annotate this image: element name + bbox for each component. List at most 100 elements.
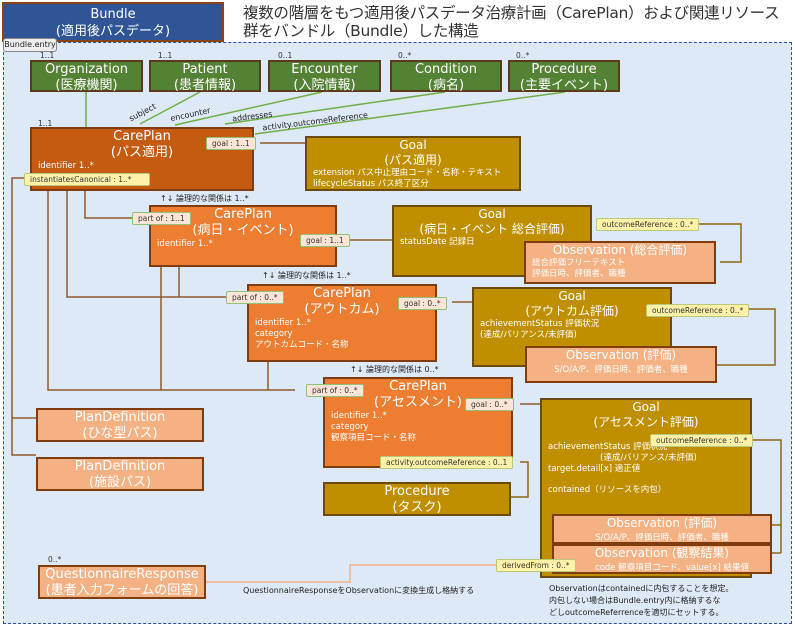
encounter-box[interactable]: Encounter (入院情報) (268, 60, 381, 93)
obs-total-name: Observation (総合評価) (552, 243, 688, 257)
goal-assess-attr-0: achievementStatus 評価状況 (548, 442, 668, 452)
procedure-task-box[interactable]: Procedure (タスク) (323, 482, 511, 516)
obs-total-attr-0: 総合評価フリーテキスト (532, 258, 626, 268)
obs-eval1-attr: S/O/A/P、評価日時、評価者、職種 (554, 365, 688, 375)
careplan-root-name: CarePlan (113, 129, 171, 144)
encounter-sub: (入院情報) (293, 78, 356, 93)
line-outcome-ref-day (670, 223, 742, 263)
careplan-root-sub: (パス適用) (110, 145, 174, 160)
patient-name: Patient (182, 62, 228, 77)
plandef-template-box[interactable]: PlanDefinition (ひな型パス) (36, 408, 204, 442)
organization-sub: (医療機関) (55, 78, 118, 93)
obs-result-attr: code 観察項目コード、value[x] 結果値 (595, 563, 749, 573)
bundle-subtitle: (適用後パスデータ) (55, 24, 171, 39)
tag-outcome-ref-outcome: outcomeReference : 0..* (646, 304, 750, 317)
goal-root-box[interactable]: Goal (パス適用) extension パス中止理由コード・名称・テキスト … (305, 136, 521, 191)
line-derived-from (206, 564, 497, 583)
questionnaire-box[interactable]: QuestionnaireResponse (患者入力フォームの回答) (38, 565, 206, 599)
mult-patient: 1..1 (158, 51, 173, 60)
obs-total-box[interactable]: Observation (総合評価) 総合評価フリーテキスト 評価日時、評価者、… (524, 241, 716, 284)
relation-label-1: ↑↓ 論理的な関係は 1..* (160, 194, 249, 203)
goal-assess-sub: (アセスメント評価) (593, 415, 699, 429)
goal-outcome-sub: (アウトカム評価) (525, 304, 619, 318)
plandef-facility-sub: (施設パス) (88, 475, 152, 490)
careplan-assess-name: CarePlan (389, 379, 447, 394)
tag-goal-root: goal : 1..1 (206, 137, 256, 150)
goal-outcome-name: Goal (558, 289, 586, 303)
line-partof-outcome-a (66, 190, 226, 298)
goal-outcome-attr-0: achievementStatus 評価状況 (480, 319, 600, 329)
line-partof-day (84, 190, 132, 219)
goal-root-sub: (パス適用) (384, 153, 442, 167)
plandef-facility-box[interactable]: PlanDefinition (施設パス) (36, 457, 204, 491)
plandef-template-name: PlanDefinition (74, 410, 166, 425)
plandef-template-sub: (ひな型パス) (82, 426, 158, 441)
tag-partof-day: part of : 1..1 (132, 212, 191, 225)
careplan-outcome-name: CarePlan (313, 286, 371, 301)
tag-derived-from: derivedFrom : 0..* (496, 559, 576, 572)
organization-name: Organization (44, 62, 129, 77)
tag-outcome-ref-day: outcomeReference : 0..* (596, 218, 700, 231)
goal-assess-name: Goal (632, 400, 660, 414)
tag-partof-outcome: part of : 0..* (226, 291, 284, 304)
goal-day-attr: statusDate 記録日 (400, 237, 475, 247)
tag-goal-day: goal : 1..1 (300, 234, 350, 247)
footnote-line-2: どしoutcomeReferrenceを適切にセットする。 (549, 608, 724, 617)
goal-day-name: Goal (478, 207, 506, 221)
careplan-outcome-attr-1: category (255, 329, 293, 339)
goal-outcome-attr-1: (達成/バリアンス/未評価) (480, 330, 577, 340)
line-encounter (174, 91, 323, 126)
careplan-assess-attr-1: category (331, 422, 369, 432)
careplan-outcome-attr-0: identifier 1..* (255, 318, 311, 328)
footnote-line-0: Observationはcontainedに内包することを想定。 (549, 584, 734, 593)
obs-result-box[interactable]: Observation (観察結果) code 観察項目コード、value[x]… (552, 544, 772, 574)
careplan-day-name: CarePlan (214, 207, 272, 222)
patient-sub: (患者情報) (173, 78, 237, 93)
tag-activity-outcome-ref: activity.outcomeReference : 0..1 (380, 456, 514, 469)
goal-root-name: Goal (399, 138, 427, 152)
tag-partof-assess: part of : 0..* (306, 384, 364, 397)
organization-box[interactable]: Organization (医療機関) (30, 60, 143, 93)
line-subject (139, 91, 201, 125)
bundle-header: Bundle (適用後パスデータ) (2, 2, 224, 42)
goal-day-sub: (病日・イベント 総合評価) (419, 222, 565, 236)
procedure-box[interactable]: Procedure (主要イベント) (508, 60, 620, 93)
questionnaire-note: QuestionnaireResponseをObservationに変換生成し格… (243, 586, 475, 595)
questionnaire-sub: (患者入力フォームの回答) (45, 583, 199, 598)
goal-assess-contained: contained（リソースを内包） (548, 485, 667, 495)
mult-questionnaire: 0..* (48, 555, 62, 564)
obs-total-attr-1: 評価日時、評価者、職種 (532, 269, 626, 279)
mult-condition: 0..* (398, 51, 412, 60)
relation-label-3: ↑↓ 論理的な関係は 0..* (350, 365, 439, 374)
tag-goal-outcome: goal : 0..* (398, 297, 447, 310)
goal-root-attr-0: extension パス中止理由コード・名称・テキスト (313, 168, 502, 178)
line-activity-task (510, 461, 529, 498)
careplan-assess-sub: (アセスメント) (374, 395, 462, 410)
careplan-outcome-attr-2: アウトカムコード・名称 (255, 340, 349, 350)
obs-eval1-box[interactable]: Observation (評価) S/O/A/P、評価日時、評価者、職種 (525, 346, 717, 383)
line-activity (254, 91, 566, 135)
careplan-assess-attr-2: 観察項目コード・名称 (331, 433, 417, 443)
obs-result-name: Observation (観察結果) (594, 546, 730, 560)
mult-encounter: 0..1 (278, 51, 293, 60)
obs-eval1-name: Observation (評価) (565, 348, 677, 362)
encounter-name: Encounter (291, 62, 358, 77)
bundle-entry-tag: Bundle.entry (3, 38, 57, 52)
condition-sub: (病名) (427, 78, 465, 93)
procedure-task-name: Procedure (384, 484, 450, 499)
diagram-title: 複数の階層をもつ適用後パスデータ治療計画（CarePlan）および関連リソース群… (243, 4, 780, 40)
condition-box[interactable]: Condition (病名) (390, 60, 502, 93)
patient-box[interactable]: Patient (患者情報) (149, 60, 261, 93)
obs-eval2-box[interactable]: Observation (評価) S/O/A/P、評価日時、評価者、職種 (552, 514, 772, 544)
obs-eval2-name: Observation (評価) (606, 516, 718, 530)
careplan-assess-attr-0: identifier 1..* (331, 411, 387, 421)
mult-organization: 1..1 (40, 51, 55, 60)
tag-outcome-ref-assess: outcomeReference : 0..* (650, 434, 754, 447)
procedure-sub: (主要イベント) (519, 78, 609, 93)
careplan-root-attr: identifier 1..* (38, 161, 94, 171)
line-canonical (11, 177, 36, 456)
line-addresses (224, 91, 446, 125)
obs-eval2-attr: S/O/A/P、評価日時、評価者、職種 (595, 533, 729, 543)
careplan-outcome-sub: (アウトカム) (304, 302, 380, 317)
